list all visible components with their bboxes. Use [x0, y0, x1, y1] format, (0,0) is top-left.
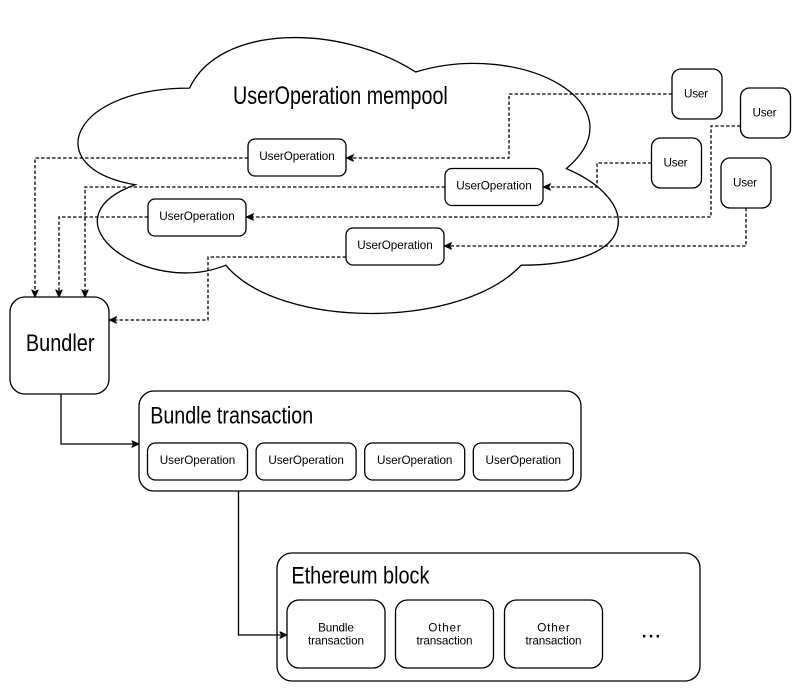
svg-text:transaction: transaction	[308, 635, 364, 648]
svg-text:Bundler: Bundler	[26, 331, 95, 357]
svg-text:User: User	[664, 156, 688, 169]
svg-text:UserOperation: UserOperation	[377, 454, 453, 467]
svg-text:transaction: transaction	[417, 635, 473, 648]
svg-text:UserOperation: UserOperation	[456, 180, 532, 193]
svg-text:UserOperation: UserOperation	[268, 454, 344, 467]
svg-text:UserOperation: UserOperation	[160, 454, 236, 467]
svg-text:UserOperation: UserOperation	[259, 150, 335, 163]
svg-text:Ethereum block: Ethereum block	[291, 563, 430, 590]
svg-text:transaction: transaction	[526, 635, 582, 648]
svg-text:UserOperation mempool: UserOperation mempool	[233, 83, 448, 110]
svg-text:Other: Other	[428, 622, 461, 635]
svg-text:Other: Other	[537, 622, 570, 635]
svg-text:...: ...	[641, 616, 661, 643]
svg-text:Bundle: Bundle	[318, 622, 354, 635]
svg-text:UserOperation: UserOperation	[159, 210, 235, 223]
svg-text:User: User	[733, 176, 757, 189]
svg-text:UserOperation: UserOperation	[357, 239, 433, 252]
svg-text:User: User	[753, 106, 777, 119]
svg-text:UserOperation: UserOperation	[486, 454, 562, 467]
svg-text:User: User	[684, 87, 708, 100]
svg-text:Bundle transaction: Bundle transaction	[150, 403, 313, 430]
